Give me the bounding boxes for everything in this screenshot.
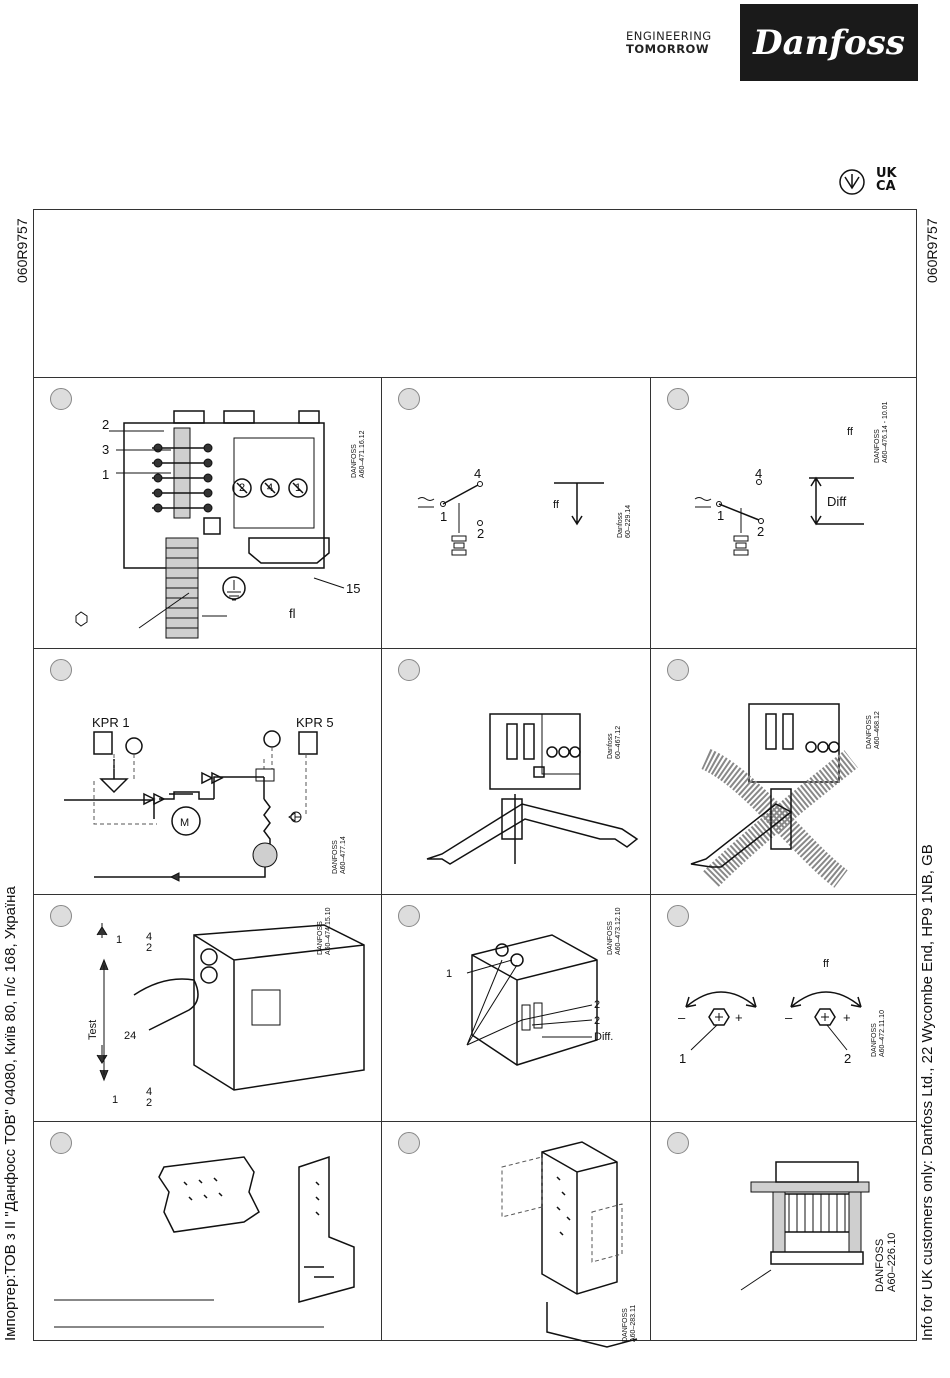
panel-number xyxy=(398,659,420,681)
plus-1: + xyxy=(735,1010,743,1025)
label-2: 2 xyxy=(844,1051,851,1066)
panel-3: 4 1 2 ff Diff DANFOSSA60–476.14 - 10.01 xyxy=(650,377,917,649)
test-label: Test xyxy=(87,1020,99,1040)
tagline-line1: ENGINEERING xyxy=(626,29,712,43)
label-2b: 2 xyxy=(594,1015,600,1027)
label-ff: ff xyxy=(847,426,854,438)
panel-6: DANFOSSA60–468.12 xyxy=(650,648,917,895)
panel-number xyxy=(50,1132,72,1154)
cable-gland-drawing: DANFOSSA60–226.10 xyxy=(740,1161,898,1292)
drawing-code: DANFOSSA60–476.14 - 10.01 xyxy=(874,401,889,463)
label-3: 3 xyxy=(102,442,109,457)
panel-number xyxy=(398,905,420,927)
motor-m: M xyxy=(180,817,189,829)
manual-test-drawing: 1 4 2 24 1 4 2 Test DANFOSSA60–474.15.10 xyxy=(87,907,365,1109)
drawing-code: DANFOSSA60–226.10 xyxy=(874,1233,898,1292)
panel-11: DANFOSSA60–283.11 xyxy=(381,1121,651,1348)
test-2-bottom: 2 xyxy=(146,1097,152,1109)
drawing-code: DANFOSSA60–468.12 xyxy=(866,711,881,749)
panel-10 xyxy=(33,1121,382,1341)
panel-number xyxy=(50,905,72,927)
wrong-mounting-drawing: DANFOSSA60–468.12 xyxy=(690,703,881,888)
importer-text: Імпортер:ТОВ з ІІ "Данфосс ТОВ" 04080, К… xyxy=(2,886,19,1341)
wrench-mounting-drawing: Danfoss60–467.12 xyxy=(426,713,639,865)
setting-screws-drawing: 1 2 2 Diff. DANFOSSA60–473.12.10 xyxy=(446,907,622,1066)
refrigeration-circuit-diagram: M KPR 1 KPR 5 DANFOSSA60–477.14 xyxy=(64,715,347,882)
contact-4: 4 xyxy=(755,466,762,481)
tagline-line2: TOMORROW xyxy=(626,42,710,56)
panel-number xyxy=(398,388,420,410)
label-15: 15 xyxy=(346,581,360,596)
label-diff: Diff xyxy=(827,494,847,509)
label-1: 1 xyxy=(446,968,452,980)
panel-4: M KPR 1 KPR 5 DANFOSSA60–477.14 xyxy=(33,648,382,895)
drawing-code: DANFOSSA60–477.14 xyxy=(332,836,347,874)
kpr5-label: KPR 5 xyxy=(296,715,334,730)
test-2-top: 2 xyxy=(146,942,152,954)
panel-7: 1 4 2 24 1 4 2 Test DANFOSSA60–474.15.10 xyxy=(33,894,382,1122)
panel-number xyxy=(667,1132,689,1154)
contact-2: 2 xyxy=(477,526,484,541)
minus-1: – xyxy=(678,1010,686,1025)
drawing-code: DANFOSSA60–473.12.10 xyxy=(607,907,622,955)
panel-2: 4 1 2 ff Danfoss60–229.14 xyxy=(381,377,651,649)
panel-number xyxy=(667,388,689,410)
panel-number xyxy=(667,659,689,681)
panel-8: 1 2 2 Diff. DANFOSSA60–473.12.10 xyxy=(381,894,651,1122)
label-ff: ff xyxy=(823,958,830,970)
test-1-bottom: 1 xyxy=(112,1094,118,1106)
drawing-code: DANFOSSA60–474.15.10 xyxy=(317,907,332,955)
label-2a: 2 xyxy=(594,999,600,1011)
contact-2: 2 xyxy=(757,524,764,539)
minus-2: – xyxy=(785,1010,793,1025)
panel-number xyxy=(50,388,72,410)
label-ff: ff xyxy=(553,499,560,511)
label-diff: Diff. xyxy=(594,1031,613,1043)
label-2: 2 xyxy=(102,417,109,432)
panel-number xyxy=(667,905,689,927)
logo-wordmark: Danfoss xyxy=(753,22,905,63)
panel-number xyxy=(50,659,72,681)
uk-info-text: Info for UK customers only: Danfoss Ltd.… xyxy=(919,844,936,1341)
ukca-mark: UK CA xyxy=(876,167,897,193)
drawing-code: DANFOSSA60–472.11.10 xyxy=(871,1010,886,1057)
drawing-code: Danfoss60–229.14 xyxy=(617,505,632,538)
kpr1-label: KPR 1 xyxy=(92,715,130,730)
label-24: 24 xyxy=(124,1030,136,1042)
contact-1: 1 xyxy=(440,509,447,524)
ukni-mark-icon xyxy=(838,168,866,196)
adjustment-screws-diagram: – + – + ff 1 2 DANFOSSA60–472.11.10 xyxy=(678,958,886,1066)
drawing-code: DANFOSSA60–283.11 xyxy=(622,1305,637,1342)
drawing-code: Danfoss60–467.12 xyxy=(607,726,622,759)
test-4-bottom: 4 xyxy=(146,1086,152,1098)
switch-diff-diagram: 4 1 2 ff Diff DANFOSSA60–476.14 - 10.01 xyxy=(694,401,889,556)
test-1-top: 1 xyxy=(116,934,122,946)
pressostat-section-drawing: 2 3 1 2 4 1 15 fl DANFOSSA60–471.16.12 xyxy=(75,410,366,639)
panel-1: 2 3 1 2 4 1 15 fl DANFOSSA60–471.16.12 xyxy=(33,377,382,649)
brand-tagline: ENGINEERING TOMORROW xyxy=(626,30,726,56)
ukca-line1: UK xyxy=(876,166,897,181)
contact-1: 1 xyxy=(717,508,724,523)
panel-number xyxy=(398,1132,420,1154)
contact-4: 4 xyxy=(474,466,481,481)
drawing-code: DANFOSSA60–471.16.12 xyxy=(351,430,366,478)
terminal-4: 4 xyxy=(267,482,273,494)
plus-2: + xyxy=(843,1010,851,1025)
label-1: 1 xyxy=(102,467,109,482)
panel-9: – + – + ff 1 2 DANFOSSA60–472.11.10 xyxy=(650,894,917,1122)
terminal-2: 2 xyxy=(239,482,245,494)
panel-5: Danfoss60–467.12 xyxy=(381,648,651,895)
bracket-assembly-drawing: DANFOSSA60–283.11 xyxy=(501,1141,638,1348)
test-4-top: 4 xyxy=(146,931,152,943)
danfoss-logo: Danfoss xyxy=(740,4,918,81)
terminal-1: 1 xyxy=(295,482,301,494)
ukca-line2: CA xyxy=(876,179,896,194)
label-fl: fl xyxy=(289,606,296,621)
mounting-brackets-drawing xyxy=(54,1155,355,1328)
switch-diagram: 4 1 2 ff Danfoss60–229.14 xyxy=(417,466,632,556)
panel-12: DANFOSSA60–226.10 xyxy=(650,1121,917,1341)
label-1: 1 xyxy=(679,1051,686,1066)
